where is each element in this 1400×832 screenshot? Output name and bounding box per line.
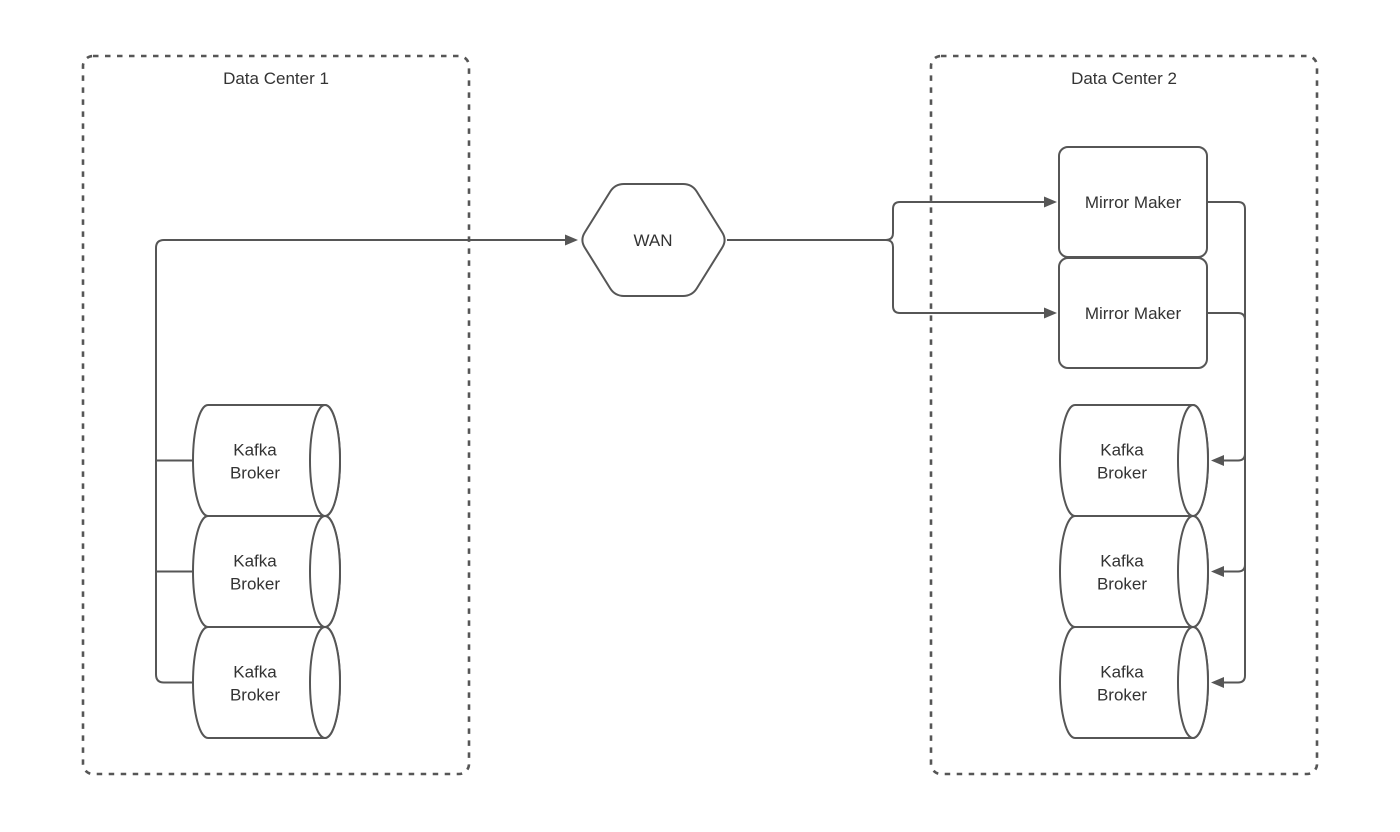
arrowhead-into-mirror-maker-1 (1044, 196, 1057, 208)
dc2-kafka-broker-node-2: Kafka Broker (1059, 515, 1209, 628)
arrowhead-into-dc2-broker1 (1211, 455, 1224, 466)
data-center-2-container (929, 54, 1319, 776)
dc1-kafka-broker-node-3: Kafka Broker (192, 626, 341, 739)
mirror-maker-2-box (1058, 257, 1208, 369)
dc1-kafka-broker-node-1: Kafka Broker (192, 404, 341, 517)
data-center-1-container (81, 54, 471, 776)
kafka-broker-label: Kafka (1100, 552, 1144, 571)
cylinder-end-cap (1177, 626, 1209, 739)
mirror-maker-2-label: Mirror Maker (1085, 304, 1182, 323)
kafka-broker-label: Broker (230, 464, 280, 483)
mirror-maker-node-2: Mirror Maker (1058, 257, 1208, 369)
edge-dc2-bus-branch2 (1224, 564, 1246, 573)
cylinder-end-cap (1177, 404, 1209, 517)
mirror-maker-node-1: Mirror Maker (1058, 146, 1208, 258)
data-center-2-group: Data Center 2 (929, 54, 1319, 776)
arrowhead-into-wan (565, 234, 578, 246)
cylinder-end-cap (309, 626, 341, 739)
wan-hexagon (581, 183, 726, 297)
edge-mm1-out (1207, 201, 1246, 210)
kafka-broker-label: Kafka (1100, 441, 1144, 460)
dc1-kafka-broker-node-2: Kafka Broker (192, 515, 341, 628)
arrowhead-into-mirror-maker-2 (1044, 307, 1057, 319)
data-center-1-group: Data Center 1 (81, 54, 471, 776)
edge-mirror-makers-to-brokers (1207, 201, 1246, 688)
cylinder-end-cap (309, 515, 341, 628)
mirror-maker-1-label: Mirror Maker (1085, 193, 1182, 212)
arrowhead-into-dc2-broker3 (1211, 677, 1224, 688)
data-center-1-label: Data Center 1 (223, 69, 329, 88)
kafka-broker-label: Broker (230, 575, 280, 594)
kafka-broker-label: Broker (1097, 464, 1147, 483)
kafka-broker-label: Broker (1097, 575, 1147, 594)
edge-dc1-brokers-to-wan (155, 234, 578, 684)
kafka-broker-label: Kafka (1100, 663, 1144, 682)
wan-node: WAN (581, 183, 726, 297)
dc2-kafka-broker-node-3: Kafka Broker (1059, 626, 1209, 739)
edge-mm2-out (1207, 312, 1246, 321)
edge-split-up (885, 201, 1044, 241)
edge-wan-to-mirror-makers (727, 196, 1057, 319)
kafka-broker-label: Kafka (233, 441, 277, 460)
data-center-2-label: Data Center 2 (1071, 69, 1177, 88)
kafka-broker-label: Kafka (233, 663, 277, 682)
cylinder-end-cap (1177, 515, 1209, 628)
arrowhead-into-dc2-broker2 (1211, 566, 1224, 577)
kafka-broker-label: Kafka (233, 552, 277, 571)
cylinder-end-cap (309, 404, 341, 517)
kafka-broker-label: Broker (1097, 686, 1147, 705)
edge-dc2-bus (1224, 209, 1246, 684)
dc2-kafka-broker-node-1: Kafka Broker (1059, 404, 1209, 517)
kafka-broker-label: Broker (230, 686, 280, 705)
wan-label: WAN (633, 231, 672, 250)
edge-dc2-bus-branch1 (1224, 453, 1246, 462)
edge-split-down (885, 239, 1044, 314)
